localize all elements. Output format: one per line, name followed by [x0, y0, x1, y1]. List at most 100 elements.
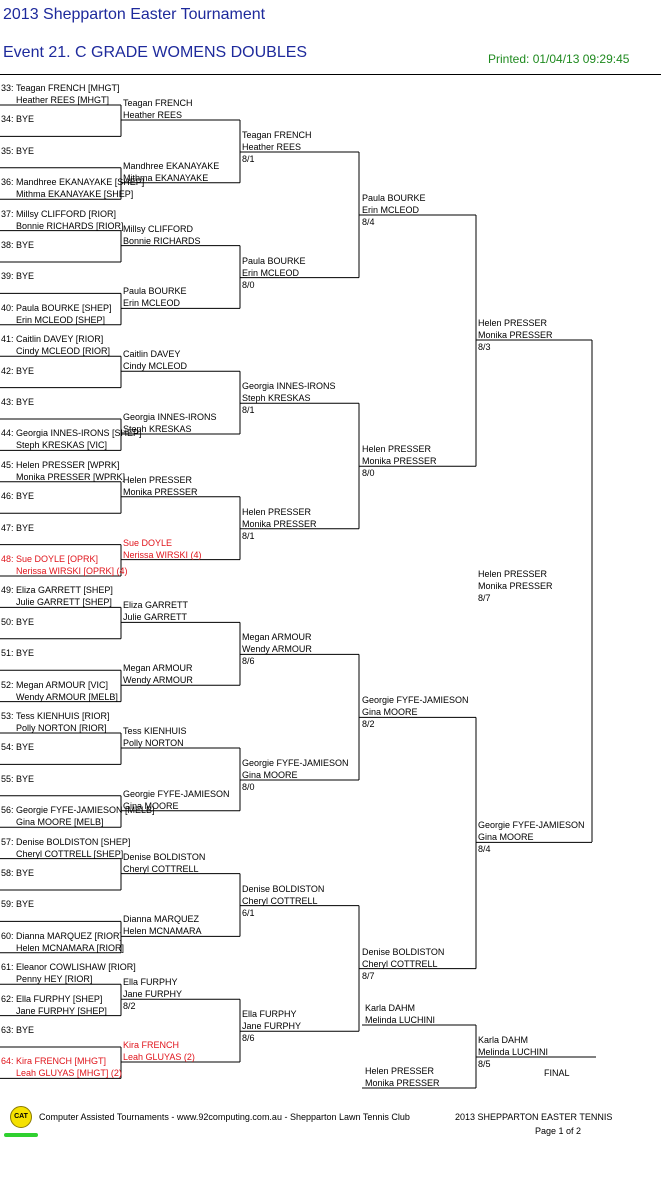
- match-score: 8/0: [242, 782, 255, 792]
- match-score: 8/2: [123, 1001, 136, 1012]
- player-name: BYE: [16, 899, 35, 910]
- match-winner: Gina MOORE: [242, 770, 298, 780]
- match-winner: Heather REES: [123, 110, 183, 120]
- match-winner: Gina MOORE: [362, 707, 418, 718]
- match-winner: Monika PRESSER: [478, 330, 553, 340]
- playoff-winner: Melinda LUCHINI: [478, 1047, 549, 1057]
- match-winner: Jane FURPHY: [123, 989, 183, 1000]
- seed-number: 59:: [1, 899, 14, 910]
- seed-number: 45:: [1, 459, 14, 470]
- match-winner: Erin MCLEOD: [362, 205, 420, 215]
- playoff-score: 8/5: [478, 1059, 491, 1069]
- player-name: Nerissa WIRSKI [OPRK] (4): [16, 566, 128, 576]
- match-winner: Monika PRESSER: [242, 518, 317, 529]
- seed-number: 40:: [1, 302, 14, 313]
- player-name: BYE: [16, 1025, 35, 1035]
- seed-number: 43:: [1, 397, 14, 407]
- match-score: 8/0: [362, 468, 375, 479]
- match-score: 8/2: [362, 719, 375, 730]
- match-winner: Mandhree EKANAYAKE: [123, 160, 220, 171]
- seed-number: 47:: [1, 522, 14, 533]
- match-winner: Nerissa WIRSKI (4): [123, 549, 202, 560]
- seed-number: 63:: [1, 1025, 14, 1035]
- player-name: Cheryl COTTRELL [SHEP]: [16, 848, 124, 859]
- final-label: FINAL: [544, 1068, 570, 1078]
- seed-number: 34:: [1, 114, 14, 125]
- match-winner: Georgie FYFE-JAMIESON: [242, 758, 349, 768]
- player-name: BYE: [16, 773, 35, 784]
- player-name: BYE: [16, 491, 35, 502]
- match-winner: Monika PRESSER: [478, 581, 553, 591]
- seed-number: 64:: [1, 1056, 14, 1067]
- match-winner: Millsy CLIFFORD: [123, 223, 193, 234]
- match-winner: Georgia INNES-IRONS: [242, 381, 336, 392]
- match-score: 8/4: [478, 844, 491, 855]
- seed-number: 39:: [1, 271, 14, 282]
- player-name: Leah GLUYAS [MHGT] (2): [16, 1068, 122, 1079]
- player-name: Julie GARRETT [SHEP]: [16, 597, 112, 608]
- player-name: Mandhree EKANAYAKE [SHEP]: [16, 177, 145, 188]
- player-name: Dianna MARQUEZ [RIOR]: [16, 930, 123, 941]
- match-score: 8/3: [478, 342, 491, 352]
- match-winner: Helen MCNAMARA: [123, 926, 202, 937]
- seed-number: 49:: [1, 585, 14, 596]
- match-winner: Polly NORTON: [123, 738, 184, 748]
- player-name: Eliza GARRETT [SHEP]: [16, 585, 113, 596]
- match-winner: Georgie FYFE-JAMIESON: [123, 788, 230, 799]
- player-name: Eleanor COWLISHAW [RIOR]: [16, 962, 136, 973]
- match-winner: Heather REES: [242, 142, 302, 152]
- player-name: Sue DOYLE [OPRK]: [16, 554, 99, 564]
- player-name: Jane FURPHY [SHEP]: [16, 1005, 107, 1016]
- playoff-name: Helen PRESSER: [365, 1066, 435, 1076]
- match-winner: Steph KRESKAS: [242, 393, 311, 404]
- match-score: 8/1: [242, 154, 255, 164]
- player-name: Ella FURPHY [SHEP]: [16, 993, 103, 1004]
- player-name: Gina MOORE [MELB]: [16, 817, 104, 828]
- tournament-title: 2013 Shepparton Easter Tournament: [3, 6, 266, 23]
- seed-number: 46:: [1, 491, 14, 502]
- seed-number: 50:: [1, 616, 14, 627]
- match-winner: Monika PRESSER: [123, 486, 198, 497]
- match-winner: Kira FRENCH: [123, 1040, 180, 1050]
- player-name: BYE: [16, 114, 35, 125]
- player-name: Georgia INNES-IRONS [SHEP]: [16, 428, 142, 439]
- seed-number: 52:: [1, 679, 14, 690]
- seed-number: 58:: [1, 868, 14, 878]
- page-number: Page 1 of 2: [535, 1126, 582, 1136]
- player-name: Helen PRESSER [WPRK]: [16, 459, 120, 470]
- seed-number: 51:: [1, 648, 14, 659]
- seed-number: 53:: [1, 711, 14, 721]
- playoff-name: Melinda LUCHINI: [365, 1015, 436, 1025]
- seed-number: 44:: [1, 428, 14, 439]
- match-winner: Megan ARMOUR: [123, 663, 193, 674]
- event-title: Event 21. C GRADE WOMENS DOUBLES: [3, 44, 308, 61]
- match-winner: Megan ARMOUR: [242, 632, 312, 643]
- match-winner: Ella FURPHY: [123, 977, 178, 988]
- match-score: 8/4: [362, 217, 375, 227]
- player-name: BYE: [16, 522, 35, 533]
- player-name: BYE: [16, 240, 35, 250]
- match-winner: Sue DOYLE: [123, 537, 173, 548]
- match-winner: Ella FURPHY: [242, 1009, 297, 1020]
- match-winner: Denise BOLDISTON: [123, 851, 206, 862]
- match-score: 8/1: [242, 405, 255, 416]
- match-score: 8/7: [362, 970, 375, 981]
- match-winner: Jane FURPHY: [242, 1021, 302, 1032]
- match-score: 8/6: [242, 1033, 255, 1044]
- match-winner: Georgia INNES-IRONS: [123, 412, 217, 422]
- match-winner: Cindy MCLEOD: [123, 361, 188, 372]
- footer-credit: Computer Assisted Tournaments - www.92co…: [39, 1112, 410, 1122]
- match-winner: Mithma EKANAYAKE: [123, 172, 209, 183]
- player-name: Penny HEY [RIOR]: [16, 974, 93, 985]
- match-winner: Steph KRESKAS: [123, 424, 192, 434]
- match-winner: Teagan FRENCH: [123, 98, 193, 108]
- match-winner: Dianna MARQUEZ: [123, 914, 200, 925]
- match-winner: Gina MOORE: [123, 800, 179, 811]
- player-name: Wendy ARMOUR [MELB]: [16, 691, 118, 702]
- match-winner: Helen PRESSER: [478, 569, 548, 579]
- player-name: BYE: [16, 868, 35, 878]
- match-score: 8/1: [242, 530, 255, 541]
- player-name: Caitlin DAVEY [RIOR]: [16, 334, 104, 345]
- player-name: Polly NORTON [RIOR]: [16, 723, 107, 733]
